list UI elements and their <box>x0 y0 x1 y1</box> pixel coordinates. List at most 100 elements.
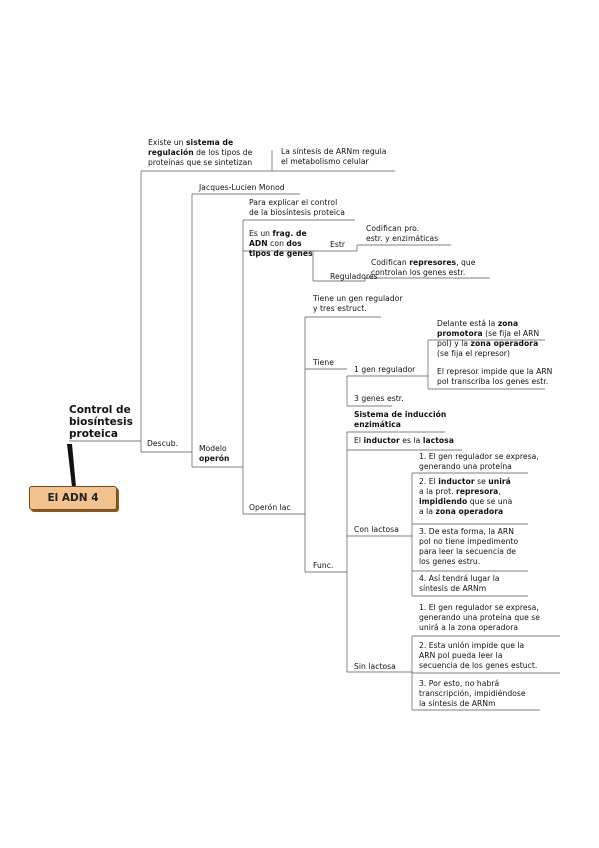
node-line: a la zona operadora <box>419 507 512 517</box>
text: Tiene <box>313 358 334 367</box>
node-codifican-pro: Codifican pro.estr. y enzimáticas <box>366 224 438 244</box>
bold-text: operón <box>199 454 230 463</box>
bold-text: tipos de genes <box>249 249 313 258</box>
node-line: secuencia de los genes estuct. <box>419 661 537 671</box>
text: pol no tiene impedimento <box>419 537 519 546</box>
text: Delante está la <box>437 319 498 328</box>
text: generando una proteína <box>419 462 512 471</box>
node-line: Es un frag. de <box>249 229 313 239</box>
node-line: 2. El inductor se unirá <box>419 477 512 487</box>
text: que se una <box>467 497 513 506</box>
node-line: controlan los genes estr. <box>371 268 476 278</box>
node-line: Existe un sistema de <box>148 138 252 148</box>
text: 1 gen regulador <box>354 365 416 374</box>
text: 3. De esta forma, la ARN <box>419 527 514 536</box>
node-line: enzimática <box>354 420 446 430</box>
node-line: operón <box>199 454 229 464</box>
node-line: regulación de los tipos de <box>148 148 252 158</box>
node-line: Sin lactosa <box>354 662 396 672</box>
node-line: Estr <box>330 240 345 250</box>
node-line: Tiene un gen regulador <box>313 294 403 304</box>
text: es la <box>399 436 423 445</box>
text: Tiene un gen regulador <box>313 294 403 303</box>
text: Reguladores <box>330 272 378 281</box>
topic-badge: El ADN 4 <box>29 486 117 510</box>
node-line: 3 genes estr. <box>354 394 404 404</box>
text: 3 genes estr. <box>354 394 404 403</box>
node-line: proteínas que se sintetizan <box>148 158 252 168</box>
text: se <box>474 477 489 486</box>
bold-text: frag. de <box>272 229 307 238</box>
node-line: 4. Así tendrá lugar la <box>419 574 500 584</box>
text: los genes estru. <box>419 557 481 566</box>
node-line: unirá a la zona operadora <box>419 623 540 633</box>
node-line: la síntesis de ARNm <box>419 699 526 709</box>
node-line: generando una proteína que se <box>419 613 540 623</box>
node-line: 1. El gen regulador se expresa, <box>419 603 540 613</box>
node-descub: Descub. <box>147 439 178 449</box>
text: Codifican <box>371 258 410 267</box>
text: El represor impide que la ARN <box>437 367 553 376</box>
node-line: ADN con dos <box>249 239 313 249</box>
node-jacques: Jacques-Lucien Monod <box>199 183 285 193</box>
text: Estr <box>330 240 346 249</box>
node-operon-lac: Operón lac <box>249 503 291 513</box>
badge-pointer <box>67 444 76 487</box>
text: Descub. <box>147 439 179 448</box>
text: estr. y enzimáticas <box>366 234 439 243</box>
node-line: promotora (se fija el ARN <box>437 329 539 339</box>
root-title-line: biosíntesis <box>69 416 133 428</box>
node-line: los genes estru. <box>419 557 518 567</box>
text: Jacques-Lucien Monod <box>199 183 285 192</box>
node-line: Codifican pro. <box>366 224 438 234</box>
node-line: impidiendo que se una <box>419 497 512 507</box>
text: , que <box>456 258 476 267</box>
text: Es un <box>249 229 273 238</box>
text: pol transcriba los genes estr. <box>437 377 549 386</box>
node-con-step-1: 1. El gen regulador se expresa,generando… <box>419 452 539 472</box>
node-line: Descub. <box>147 439 178 449</box>
node-con-lactosa: Con lactosa <box>354 525 399 535</box>
node-tiene: Tiene <box>313 358 334 368</box>
bold-text: zona operadora <box>470 339 539 348</box>
node-sin-step-1: 1. El gen regulador se expresa,generando… <box>419 603 540 633</box>
text: 4. Así tendrá lugar la <box>419 574 500 583</box>
bold-text: Sistema de inducción <box>354 410 447 419</box>
text: pol) y la <box>437 339 471 348</box>
bold-text: zona operadora <box>435 507 504 516</box>
node-line: El represor impide que la ARN <box>437 367 552 377</box>
node-line: transcripción, impidiéndose <box>419 689 526 699</box>
text: 1. El gen regulador se expresa, <box>419 603 539 612</box>
text: Codifican pro. <box>366 224 420 233</box>
node-line: Reguladores <box>330 272 378 282</box>
bold-text: impidiendo <box>419 497 468 506</box>
node-line: Operón lac <box>249 503 291 513</box>
text: 1. El gen regulador se expresa, <box>419 452 539 461</box>
text: Func. <box>313 561 334 570</box>
bold-text: ADN <box>249 239 268 248</box>
node-line: Delante está la zona <box>437 319 539 329</box>
text: de la biosíntesis proteica <box>249 208 345 217</box>
node-line: 1. El gen regulador se expresa, <box>419 452 539 462</box>
node-line: Con lactosa <box>354 525 399 535</box>
node-line: generando una proteína <box>419 462 539 472</box>
text: Para explicar el control <box>249 198 338 207</box>
text: Operón lac <box>249 503 291 512</box>
node-line: Modelo <box>199 444 229 454</box>
text: ARN pol pueda leer la <box>419 651 503 660</box>
node-line: a la prot. represora, <box>419 487 512 497</box>
bold-text: zona <box>497 319 519 328</box>
node-line: Func. <box>313 561 333 571</box>
